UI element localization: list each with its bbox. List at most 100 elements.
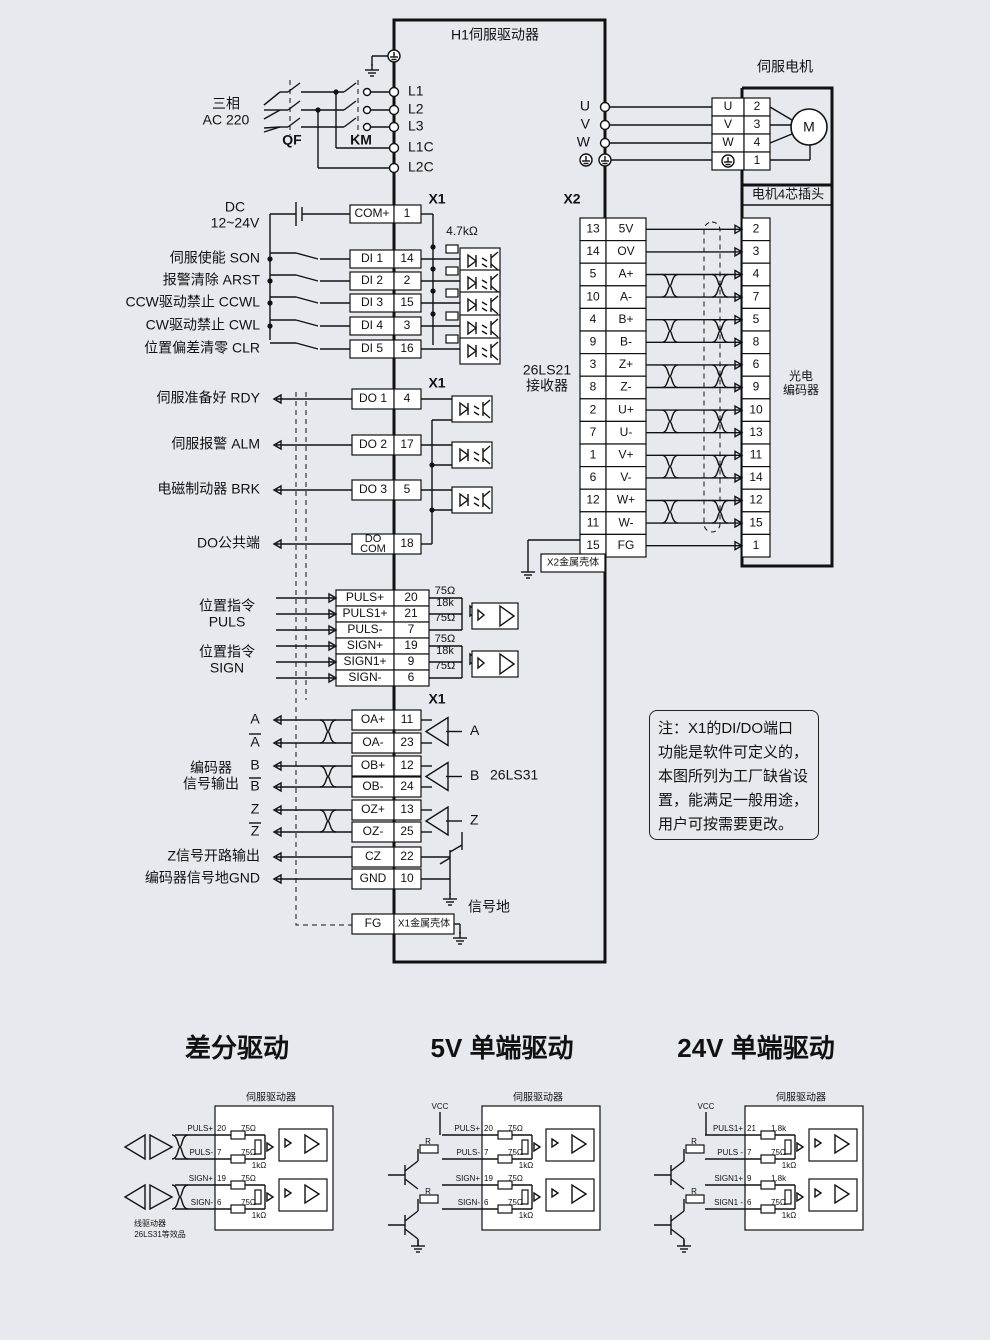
arrow-right-icon bbox=[734, 224, 744, 235]
gnd-label: 编码器信号地GND bbox=[145, 870, 260, 886]
mini-pin-num: 9 bbox=[747, 1174, 752, 1183]
junction-dot bbox=[429, 462, 435, 468]
qf-label: QF bbox=[282, 132, 302, 148]
optocoupler-icon bbox=[490, 353, 499, 361]
mini-resistor-label: R bbox=[425, 1187, 431, 1196]
mini-opto-output-icon bbox=[571, 1133, 588, 1155]
optocoupler-icon bbox=[459, 401, 470, 417]
twisted-pair-icon bbox=[711, 364, 729, 389]
mini-diode-icon bbox=[533, 1191, 542, 1203]
resistor-label: 18k bbox=[436, 597, 454, 609]
enc-group-label: 编码器 bbox=[190, 760, 232, 776]
enc-name: OB+ bbox=[361, 758, 385, 772]
arrow-left-icon bbox=[272, 714, 282, 726]
mini-resistor-icon bbox=[497, 1154, 513, 1164]
mini-transistor-icon bbox=[404, 1178, 419, 1190]
optocoupler-icon bbox=[482, 457, 491, 465]
motor-plug-label: 电机4芯插头 bbox=[752, 186, 824, 201]
enc-pin: 22 bbox=[400, 849, 414, 863]
twisted-pair-icon bbox=[711, 454, 729, 479]
enc-driver-label: Z bbox=[470, 812, 479, 828]
mini-pin-num: 20 bbox=[217, 1124, 226, 1133]
junction-dot bbox=[267, 323, 273, 329]
mini-pin-num: 19 bbox=[484, 1174, 493, 1183]
optocoupler-icon bbox=[481, 330, 488, 335]
mini-line-driver-icon bbox=[149, 1183, 174, 1211]
dc-label: DC bbox=[225, 199, 245, 215]
x2-pin: 3 bbox=[590, 357, 597, 371]
optocoupler-icon bbox=[467, 343, 478, 359]
mini-transistor-icon bbox=[670, 1160, 685, 1172]
mini-pin-num: 20 bbox=[484, 1124, 493, 1133]
mini-pin-num: 19 bbox=[217, 1174, 226, 1183]
encoder-label: 编码器 bbox=[783, 382, 819, 397]
mini-pin-num: 6 bbox=[484, 1198, 489, 1207]
motor-symbol: M bbox=[803, 119, 815, 135]
do-desc: 伺服报警 ALM bbox=[171, 436, 260, 452]
mini-opto-icon bbox=[808, 1178, 858, 1212]
mini-diode-icon bbox=[796, 1141, 805, 1153]
arrow-left-icon bbox=[272, 804, 282, 816]
encoder-pin: 6 bbox=[753, 357, 760, 371]
resistor-icon bbox=[445, 244, 459, 254]
x1-label: X1 bbox=[428, 191, 445, 207]
mini-opto-icon bbox=[808, 1128, 858, 1162]
mini-pin-num: 7 bbox=[484, 1148, 489, 1157]
optocoupler-icon bbox=[490, 318, 499, 326]
vcc-label: VCC bbox=[698, 1102, 715, 1111]
arrow-right-icon bbox=[734, 495, 744, 506]
optocoupler-icon bbox=[481, 263, 488, 268]
enc-pin: 13 bbox=[400, 802, 414, 816]
mini-pin-num: 6 bbox=[217, 1198, 222, 1207]
optocoupler-icon bbox=[477, 656, 486, 670]
motor-output-label: W bbox=[577, 134, 591, 150]
mini-resistor-label: R bbox=[425, 1137, 431, 1146]
mini-resistor-icon bbox=[760, 1130, 776, 1140]
motor-icon bbox=[790, 108, 828, 146]
x2-sig: A+ bbox=[618, 267, 633, 281]
mini-resistor-icon bbox=[760, 1204, 776, 1214]
mini-pin-name: SIGN1+ bbox=[714, 1174, 743, 1183]
mini-pin-name: SIGN+ bbox=[189, 1174, 214, 1183]
optocoupler-icon bbox=[473, 451, 480, 456]
mini-pin-name: SIGN- bbox=[458, 1198, 481, 1207]
mini-pin-name: PULS- bbox=[189, 1148, 213, 1157]
switch-icon bbox=[295, 252, 319, 260]
mini-resistor-label: 1kΩ bbox=[252, 1211, 266, 1220]
x2-sig: B+ bbox=[618, 312, 633, 326]
arrow-right-icon bbox=[328, 592, 338, 604]
enc-signal-label: B bbox=[250, 757, 259, 773]
mini-resistor-label: 75Ω bbox=[771, 1198, 786, 1207]
encoder-pin: 11 bbox=[750, 447, 763, 461]
chip-label: 26LS31 bbox=[490, 767, 538, 783]
motor-plug-pin: 2 bbox=[754, 99, 761, 113]
motor-plug-sig: W bbox=[722, 135, 734, 149]
note-line: 注：X1的DI/DO端口 bbox=[658, 720, 794, 737]
motor-output-terminal-icon bbox=[599, 119, 611, 131]
x2-sig: W- bbox=[618, 515, 633, 529]
arrow-left-icon bbox=[272, 439, 282, 451]
arrow-left-icon bbox=[272, 393, 282, 405]
mini-resistor-label: 1.8k bbox=[771, 1174, 787, 1183]
resistor-icon bbox=[445, 266, 459, 276]
mini-resistor-icon bbox=[230, 1154, 246, 1164]
x2-sig: Z+ bbox=[619, 357, 633, 371]
mini-resistor-icon bbox=[784, 1189, 792, 1205]
twisted-pair-icon bbox=[661, 409, 679, 434]
motor-output-terminal-icon bbox=[599, 137, 611, 149]
arrow-right-icon bbox=[734, 382, 744, 393]
phase-wire bbox=[263, 109, 281, 120]
optocoupler-icon bbox=[481, 307, 488, 312]
power-terminal-icon bbox=[388, 104, 400, 116]
di-desc: 伺服使能 SON bbox=[170, 250, 260, 266]
mini-resistor-label: 1.8k bbox=[771, 1124, 787, 1133]
resistor-icon bbox=[445, 334, 459, 344]
encoder-label: 光电 bbox=[789, 369, 813, 383]
motor-output-label: U bbox=[580, 98, 590, 114]
twisted-pair-icon bbox=[711, 409, 729, 434]
optocoupler-icon bbox=[490, 307, 499, 315]
motor-plug-sig: U bbox=[724, 99, 733, 113]
x2-sig: 5V bbox=[619, 221, 634, 235]
di-name: DI 5 bbox=[361, 341, 383, 355]
optocoupler-icon bbox=[451, 486, 493, 514]
